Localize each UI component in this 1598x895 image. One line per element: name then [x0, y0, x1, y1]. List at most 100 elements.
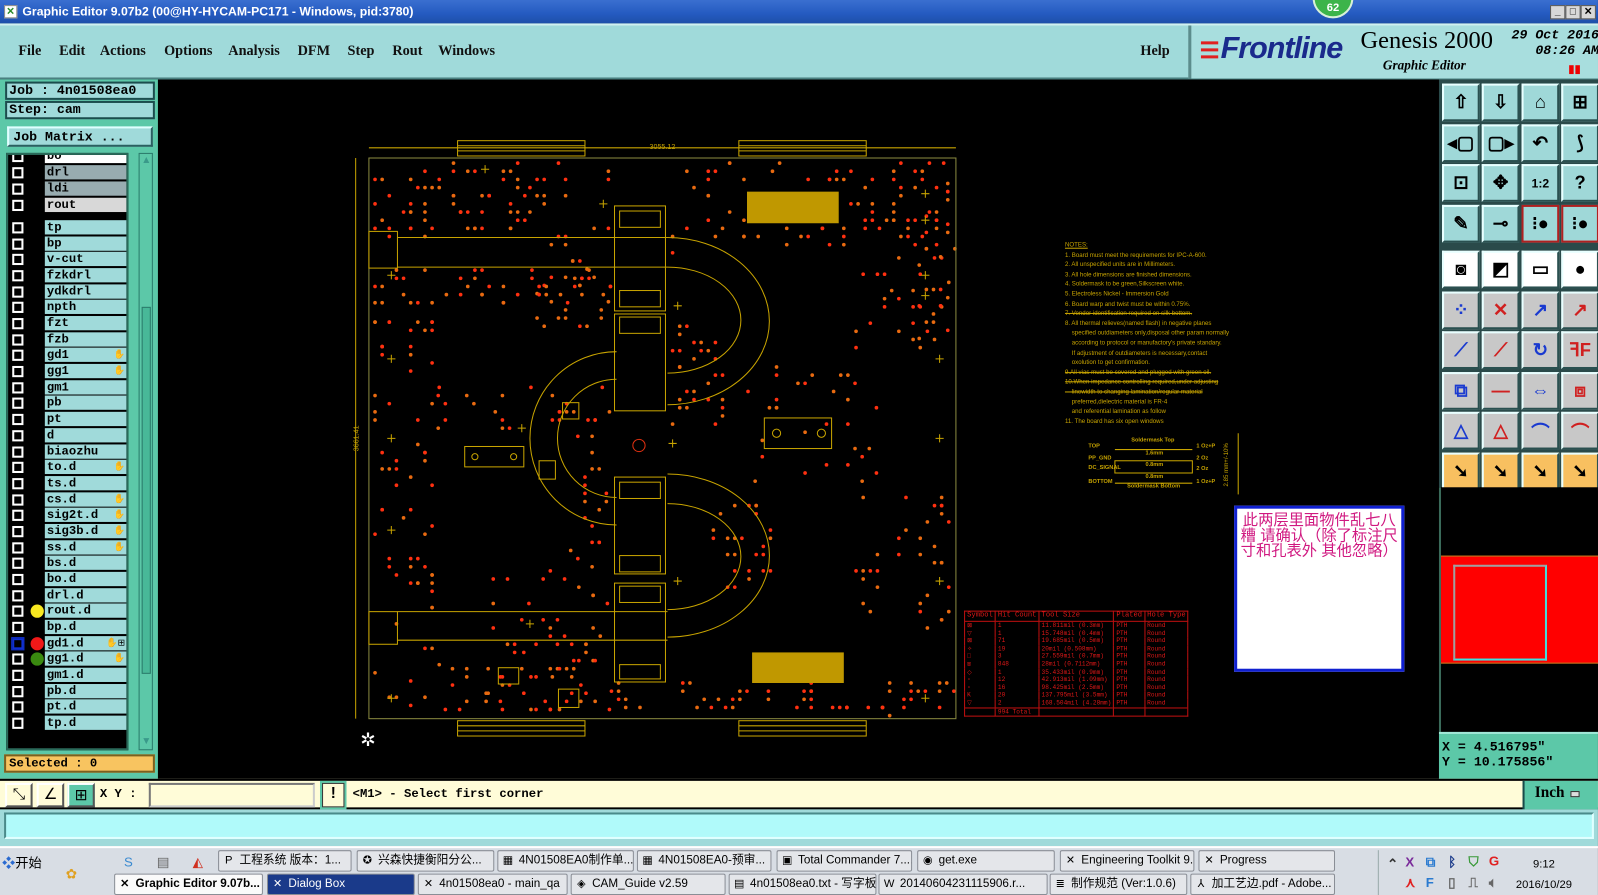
layer-name[interactable]: rout — [44, 197, 127, 213]
pan-right-button[interactable]: ▢▸ — [1481, 123, 1520, 162]
pointer-rect-button[interactable]: ➘ — [1481, 452, 1520, 490]
net-measure-alt-button[interactable]: ⁝● — [1561, 204, 1598, 243]
layer-row[interactable]: fzt — [8, 316, 127, 331]
route-pointer-button[interactable]: ➘ — [1561, 452, 1598, 490]
tools-button[interactable]: ✎ — [1442, 204, 1480, 243]
taskbar-item[interactable]: ▤4n01508ea0.txt - 写字板 — [728, 873, 877, 895]
layer-affected-icon[interactable]: ✋ — [113, 524, 126, 536]
menu-edit[interactable]: Edit — [59, 43, 86, 60]
layer-checkbox[interactable] — [12, 398, 24, 410]
layer-checkbox[interactable] — [12, 685, 24, 697]
alert-button[interactable]: ! — [319, 780, 347, 810]
close-button[interactable]: ✕ — [1580, 5, 1596, 20]
layer-row[interactable]: gg1.d✋ — [8, 651, 127, 667]
arch-edit-alt-button[interactable]: ⌒ — [1561, 411, 1598, 450]
layer-color-indicator[interactable] — [30, 636, 44, 651]
scrollbar-thumb[interactable] — [141, 306, 151, 674]
angle-snap-icon[interactable]: ∠ — [36, 782, 65, 808]
grid-snap-icon[interactable]: ⊞ — [67, 782, 95, 808]
layer-row[interactable]: bo.d — [8, 571, 127, 587]
overview-view-window[interactable] — [1453, 564, 1547, 661]
overview-panel[interactable] — [1438, 487, 1598, 732]
layer-name[interactable]: ldi — [44, 181, 127, 196]
layer-checkbox[interactable] — [12, 167, 24, 179]
menu-rout[interactable]: Rout — [392, 43, 423, 60]
app-launcher-icon[interactable]: ✿ — [65, 866, 77, 882]
layer-row[interactable]: d — [8, 427, 127, 443]
taskbar-item[interactable]: ✕Graphic Editor 9.07b... — [114, 873, 263, 895]
taskbar-item[interactable]: ✪兴森快捷衡阳分公... — [356, 850, 495, 872]
copy-pad-button[interactable]: ⧉ — [1442, 371, 1480, 410]
probe-button[interactable]: ⊸ — [1481, 204, 1520, 243]
layer-checkbox[interactable] — [12, 318, 24, 330]
layer-name[interactable]: npth — [44, 300, 127, 315]
zoom-fit-button[interactable]: ⊡ — [1442, 164, 1480, 202]
layer-checkbox[interactable] — [12, 254, 24, 266]
taskbar-item[interactable]: ✕Engineering Toolkit 9... — [1059, 850, 1195, 872]
layer-affected-icon[interactable]: ✋ — [113, 508, 126, 520]
layer-checkbox[interactable] — [12, 717, 24, 729]
layer-row[interactable]: gd1.d✋⊞ — [8, 635, 127, 651]
layer-checkbox[interactable] — [12, 414, 24, 426]
delete-pad-button[interactable]: ✕ — [1481, 291, 1520, 329]
layer-row[interactable]: ts.d — [8, 475, 127, 491]
undo-view-button[interactable]: ↶ — [1521, 123, 1560, 162]
layer-scrollbar[interactable]: ▲ ▼ — [138, 152, 153, 751]
layer-name[interactable]: bp.d — [44, 619, 127, 635]
layer-name[interactable]: gm1 — [44, 380, 127, 395]
layer-name[interactable]: v-cut — [44, 252, 127, 267]
taskbar-item[interactable]: ≣制作规范 (Ver:1.0.6) — [1049, 873, 1188, 895]
layer-row[interactable]: rout — [8, 197, 127, 213]
layer-row[interactable]: tp.d — [8, 715, 127, 731]
layer-checkbox[interactable] — [12, 183, 24, 195]
layer-row[interactable]: fzb — [8, 332, 127, 347]
layer-color-indicator[interactable] — [30, 652, 44, 667]
layer-checkbox[interactable] — [12, 525, 24, 538]
layer-checkbox[interactable] — [12, 286, 24, 298]
multi-select-button[interactable]: ⧈ — [1561, 371, 1598, 410]
layer-row[interactable]: ss.d✋ — [8, 539, 127, 555]
layer-name[interactable]: fzt — [44, 316, 127, 331]
quicklaunch-app-icon[interactable]: ◭ — [192, 854, 203, 870]
layer-name[interactable]: tp.d — [44, 715, 127, 730]
menu-file[interactable]: File — [18, 43, 42, 60]
menu-help[interactable]: Help — [1140, 43, 1170, 60]
layer-affected-icon[interactable]: ✋ — [113, 492, 126, 504]
job-matrix-button[interactable]: Job Matrix ... — [5, 124, 155, 149]
snapshot-button[interactable]: ◙ — [1442, 250, 1480, 289]
home-button[interactable]: ⌂ — [1521, 83, 1560, 122]
layer-row[interactable]: pb.d — [8, 683, 127, 699]
layer-checkbox[interactable] — [12, 199, 24, 212]
layer-checkbox[interactable] — [12, 541, 24, 554]
taskbar-item[interactable]: ✕4n01508ea0 - main_qa — [417, 873, 568, 895]
maximize-button[interactable]: □ — [1565, 5, 1581, 20]
layer-row[interactable]: ydkdrl — [8, 284, 127, 299]
layer-checkbox[interactable] — [12, 701, 24, 713]
layer-checkbox[interactable] — [12, 573, 24, 586]
layer-name[interactable]: bs.d — [44, 555, 127, 571]
taskbar-item[interactable]: ✕Progress — [1198, 850, 1336, 872]
layer-checkbox[interactable] — [12, 669, 24, 681]
layer-affected-icon[interactable]: ✋ — [113, 349, 126, 360]
triangle-edit-button[interactable]: △ — [1442, 411, 1480, 450]
layer-checkbox[interactable] — [12, 637, 24, 650]
layer-row[interactable]: rout.d — [8, 603, 127, 619]
layer-name[interactable]: sig2t.d — [44, 507, 127, 523]
layer-row[interactable]: v-cut — [8, 252, 127, 267]
layer-checkbox[interactable] — [12, 653, 24, 666]
pause-icon[interactable]: ▮▮ — [1568, 63, 1581, 76]
menu-actions[interactable]: Actions — [99, 43, 146, 60]
layer-name[interactable]: fzkdrl — [44, 268, 127, 283]
layer-row[interactable]: sig3b.d✋ — [8, 523, 127, 539]
select-rect-button[interactable]: ◩ — [1481, 250, 1520, 289]
layer-name[interactable]: gd1.d — [44, 635, 127, 651]
layer-name[interactable]: fzb — [44, 332, 127, 347]
taskbar-item[interactable]: ▣Total Commander 7.... — [776, 850, 913, 872]
scroll-up-arrow-icon[interactable]: ▲ — [141, 154, 152, 167]
layer-row[interactable]: to.d✋ — [8, 459, 127, 475]
layer-affected-icon[interactable]: ✋ — [113, 540, 126, 552]
pan-left-button[interactable]: ◂▢ — [1442, 123, 1480, 162]
layer-row[interactable]: pb — [8, 396, 127, 411]
layer-row[interactable]: bs.d — [8, 555, 127, 571]
